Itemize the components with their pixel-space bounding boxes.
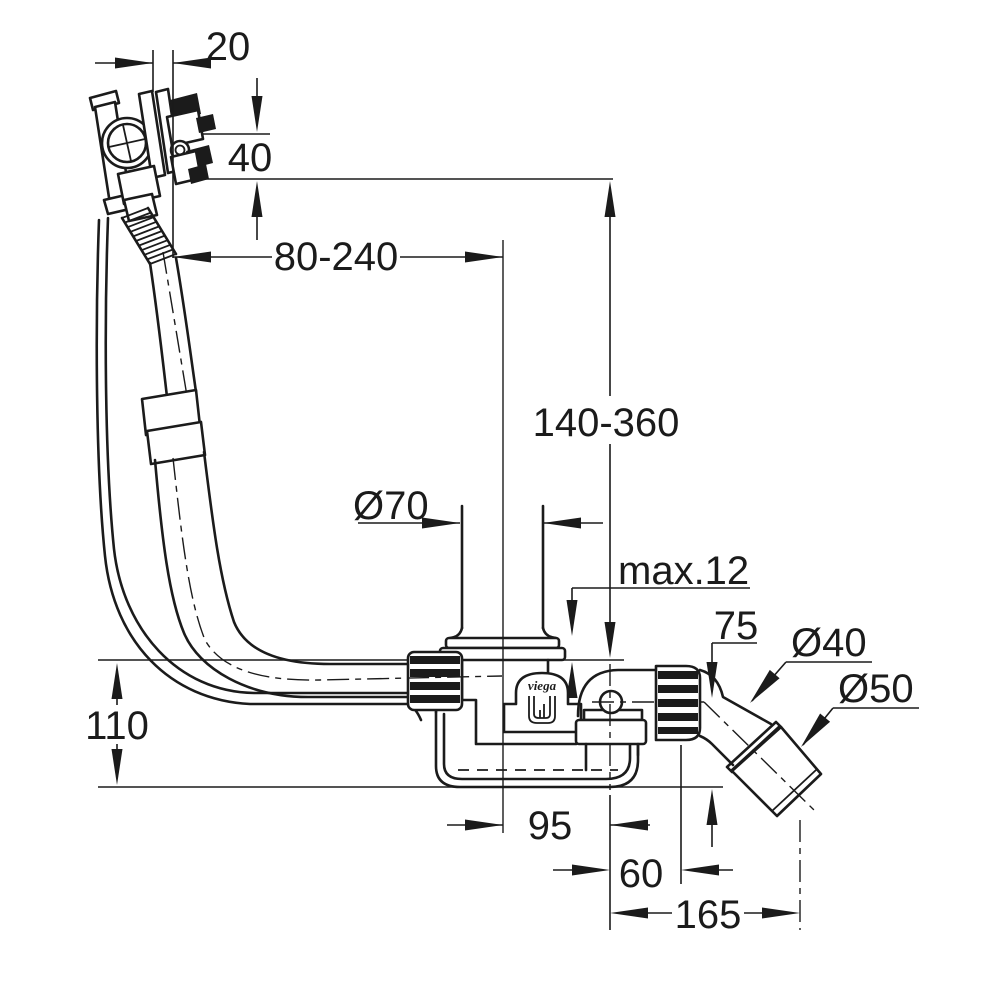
dim-label-20: 20 bbox=[206, 25, 251, 69]
standpipe bbox=[460, 504, 545, 630]
dimension-labels: 20 40 80-240 140-360 Ø70 max.12 75 Ø40 Ø… bbox=[85, 25, 914, 937]
dim-label-max12: max.12 bbox=[618, 549, 749, 593]
dim-label-dia70: Ø70 bbox=[353, 484, 429, 528]
badge-u-symbol bbox=[528, 696, 556, 724]
dim-label-80-240: 80-240 bbox=[274, 235, 399, 279]
dim-label-165: 165 bbox=[675, 893, 742, 937]
dim-label-60: 60 bbox=[619, 852, 664, 896]
outer-hose-edge bbox=[95, 218, 423, 722]
viega-badge bbox=[502, 671, 583, 734]
overflow-hoses bbox=[95, 216, 423, 722]
outlet-elbow bbox=[574, 664, 702, 772]
overflow-filler-head bbox=[88, 87, 216, 223]
outer-hose-edge bbox=[104, 216, 414, 695]
dim-label-dia40: Ø40 bbox=[791, 621, 867, 665]
hose-sleeve bbox=[145, 420, 207, 466]
hose-centerline bbox=[162, 251, 503, 681]
dim-label-95: 95 bbox=[528, 804, 573, 848]
outlet-pipe bbox=[698, 668, 823, 818]
inner-hose-edge bbox=[202, 450, 414, 666]
dim-label-40: 40 bbox=[228, 136, 273, 180]
bath-waste-trap bbox=[406, 650, 640, 789]
dim-label-140-360: 140-360 bbox=[533, 401, 680, 445]
dim-label-75: 75 bbox=[714, 604, 759, 648]
trap-sump bbox=[434, 710, 640, 789]
outlet-centerline bbox=[592, 701, 815, 811]
centerlines bbox=[152, 50, 815, 930]
corrugated-hose bbox=[120, 206, 178, 266]
inner-hose-edge bbox=[153, 458, 414, 699]
dim-label-dia50: Ø50 bbox=[838, 667, 914, 711]
brand-logo-text: viega bbox=[528, 678, 557, 693]
dimension-lines bbox=[95, 57, 919, 930]
dim-label-110: 110 bbox=[85, 704, 149, 748]
witness-wall-plane bbox=[152, 50, 174, 258]
pipe-end-50 bbox=[730, 725, 823, 818]
flange-plate bbox=[137, 89, 167, 180]
